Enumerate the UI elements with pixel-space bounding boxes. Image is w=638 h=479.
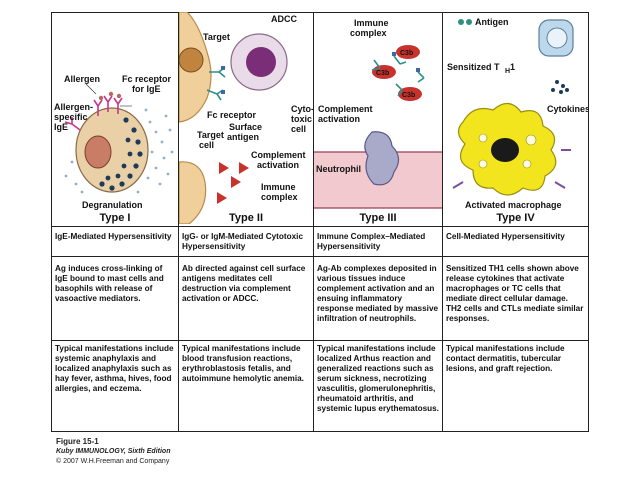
type-4-label: Type IV [496, 212, 535, 224]
allergen-particles [98, 91, 122, 101]
col-divider-4 [588, 12, 589, 432]
label-c3b-2: C3b [376, 70, 389, 77]
top-border [51, 12, 589, 13]
label-allergen-specific: Allergen- [54, 102, 93, 112]
mechanism-row-divider [51, 340, 589, 341]
label-c3b-3: C3b [402, 92, 415, 99]
col-divider-2 [313, 12, 314, 432]
type-4-illustration: Antigen Sensitized T H 1 Cytokines Activ… [443, 12, 588, 224]
label-adcc: ADCC [271, 14, 297, 24]
type-2-heading: IgG- or IgM-Mediated Cytotoxic Hypersens… [182, 232, 303, 251]
label-cyto: Cyto- [291, 104, 313, 114]
label-immune: Immune [261, 182, 296, 192]
type-3-mechanism: Ag-Ab complexes deposited in various tis… [317, 264, 439, 323]
type-1-mechanism: Ag induces cross-linking of IgE bound to… [55, 264, 164, 303]
mast-cell [75, 107, 149, 193]
label-antigen: antigen [227, 132, 259, 142]
type-3-label: Type III [359, 212, 397, 224]
label-c3b-1: C3b [400, 50, 413, 57]
type-4-heading: Cell-Mediated Hypersensitivity [446, 232, 565, 241]
neutrophil-cell [364, 131, 400, 186]
complement-triangles [217, 162, 249, 204]
type-1-label: Type I [99, 212, 131, 224]
immune-complexes [371, 45, 425, 101]
label-surface: Surface [229, 122, 262, 132]
label-cyto-cell: cell [291, 124, 306, 134]
label-activation-3: activation [318, 114, 360, 124]
macrophage-nucleus [491, 138, 519, 162]
type-3-illustration: Immune complex C3b C3b C3b Complement ac… [314, 12, 442, 224]
label-neutrophil: Neutrophil [316, 164, 361, 174]
label-th-one: 1 [510, 62, 515, 72]
label-antigen-4: Antigen [475, 17, 509, 27]
ige-antibodies [64, 95, 123, 131]
type-4-mechanism: Sensitized TH1 cells shown above release… [446, 264, 584, 323]
macrophage-receptors [452, 149, 571, 189]
label-complement-3: Complement [318, 104, 373, 114]
type-1-illustration: Allergen Fc receptor for IgE Allergen- s… [52, 12, 178, 224]
mediator-dots [64, 108, 174, 194]
hypersensitivity-figure: Allergen Fc receptor for IgE Allergen- s… [51, 12, 589, 432]
type-3-heading: Immune Complex–Mediated Hypersensitivity [317, 232, 426, 251]
copyright: © 2007 W.H.Freeman and Company [56, 458, 170, 465]
label-specific: specific [54, 112, 88, 122]
label-target-2: Target [197, 130, 224, 140]
label-activated-macrophage: Activated macrophage [465, 200, 562, 210]
mast-cell-granules [99, 117, 143, 191]
target-cell-bottom [179, 161, 207, 224]
label-cell: cell [199, 140, 214, 150]
antigen-icon [458, 19, 472, 25]
label-ige: IgE [54, 122, 68, 132]
figure-number: Figure 15-1 [56, 437, 99, 446]
label-fc-receptor-2: Fc receptor [207, 110, 257, 120]
label-degranulation: Degranulation [82, 200, 143, 210]
label-target: Target [203, 32, 230, 42]
label-complement: Complement [251, 150, 306, 160]
type-4-manifestations: Typical manifestations include contact d… [446, 344, 565, 373]
heading-row-divider [51, 256, 589, 257]
type-3-manifestations: Typical manifestations include localized… [317, 344, 439, 413]
col-divider-0 [51, 12, 52, 432]
label-complex-3: complex [350, 28, 387, 38]
label-immune-3: Immune [354, 18, 389, 28]
mast-cell-nucleus [84, 135, 112, 169]
type-2-illustration: ADCC Target Fc receptor Surface antigen … [179, 12, 313, 224]
label-sensitized: Sensitized T [447, 62, 500, 72]
type-row-divider [51, 226, 589, 227]
type-2-label: Type II [228, 212, 264, 224]
type-2-mechanism: Ab directed against cell surface antigen… [182, 264, 306, 303]
col-divider-3 [442, 12, 443, 432]
bottom-border [51, 431, 589, 432]
label-allergen: Allergen [64, 74, 100, 84]
type-1-heading: IgE-Mediated Hypersensitivity [55, 232, 172, 241]
label-for-ige: for IgE [132, 84, 161, 94]
type-1-manifestations: Typical manifestations include systemic … [55, 344, 174, 393]
label-complex: complex [261, 192, 298, 202]
label-cytokines: Cytokines [547, 104, 588, 114]
type-2-manifestations: Typical manifestations include blood tra… [182, 344, 304, 383]
label-toxic: toxic [291, 114, 312, 124]
cytokine-dots [551, 80, 569, 94]
target-cell-nucleus [179, 47, 204, 73]
label-th-sub: H [505, 68, 510, 75]
label-fc-receptor: Fc receptor [122, 74, 172, 84]
label-activation: activation [257, 160, 299, 170]
book-title: Kuby IMMUNOLOGY, Sixth Edition [56, 448, 171, 455]
cytotoxic-cell-nucleus [246, 47, 276, 77]
